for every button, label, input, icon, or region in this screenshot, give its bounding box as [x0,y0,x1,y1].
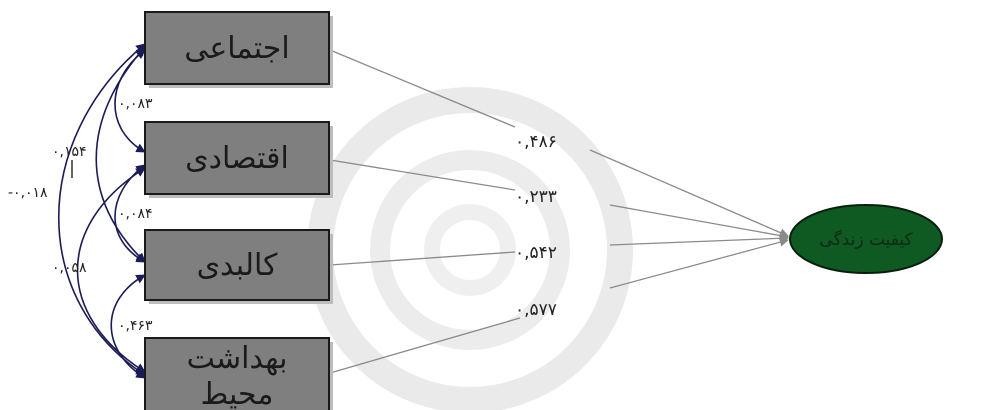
latent-label: کیفیت زندگی [819,229,913,250]
coef-physical: ۰,۵۴۲ [515,243,557,263]
indicator-label-environment-line2: محیط [201,377,274,410]
indicator-label-physical: کالبدی [197,248,279,283]
watermark-emblem [307,87,633,410]
corr-label-physical-environment: ۰,۴۶۳ [118,318,153,334]
corr-label-economic-physical: ۰,۰۸۴ [118,206,153,222]
corr-curve-physical-environment [110,274,146,379]
indicator-box-physical: کالبدی [144,229,333,304]
indicator-box-social: اجتماعی [144,11,333,88]
path-economic [329,159,516,191]
path-physical [329,251,516,266]
corr-label-economic-environment: ۰,۰۵۸ [52,260,87,276]
indicator-label-environment-line1: بهداشت [187,341,288,376]
corr-label-social-physical: ۰,۱۵۴ [52,144,87,160]
structural-paths [329,49,789,374]
indicator-label-economic: اقتصادی [185,141,289,176]
corr-curve-economic-environment [76,167,146,373]
corr-label-social-environment: -۰,۰۱۸ [8,185,48,201]
indicator-box-environment: بهداشت محیط [144,337,333,410]
path-social [329,49,516,128]
indicator-box-economic: اقتصادی [144,121,333,198]
corr-curve-social-physical [95,46,146,263]
path-environment [329,317,521,374]
latent-variable: کیفیت زندگی [789,204,943,274]
corr-curve-social-environment [57,43,146,376]
correlation-curves [57,43,146,379]
coef-social: ۰,۴۸۶ [515,132,557,152]
coef-economic: ۰,۲۳۳ [515,187,557,207]
corr-label-social-economic: ۰,۰۸۳ [118,96,153,112]
indicator-label-social: اجتماعی [184,31,289,66]
coef-environment: ۰,۵۷۷ [515,300,557,320]
